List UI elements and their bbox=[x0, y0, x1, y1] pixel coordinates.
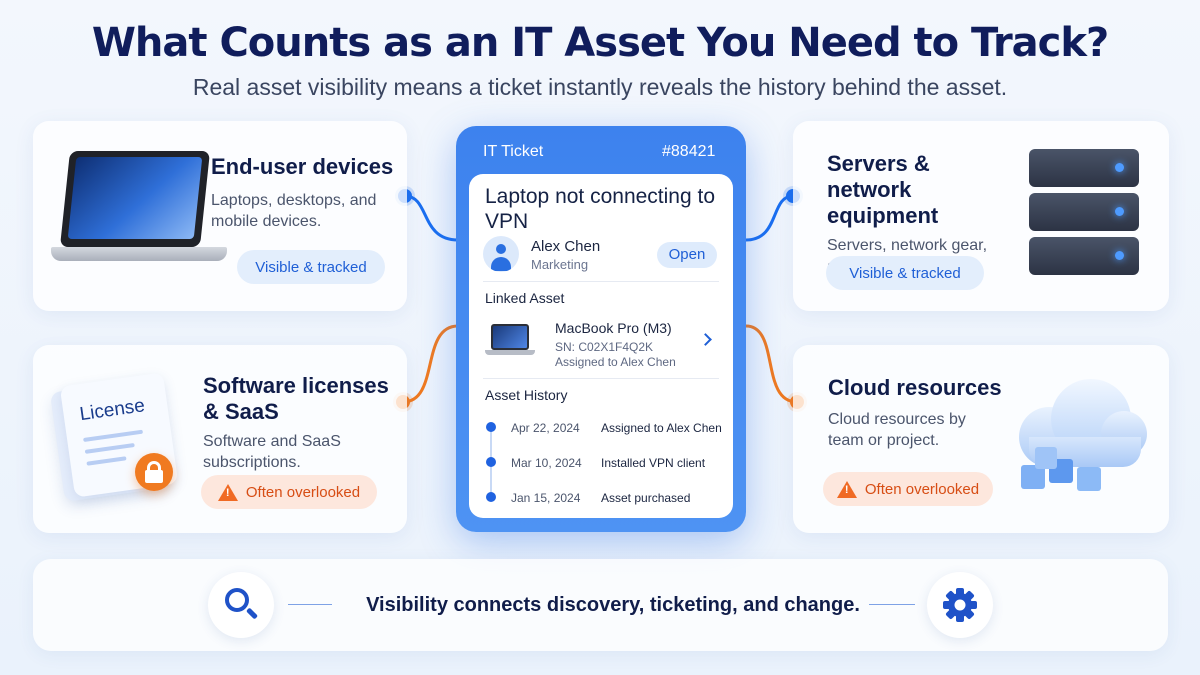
card-title: Cloud resources bbox=[828, 375, 1002, 400]
license-illustration: License bbox=[47, 372, 187, 505]
ticket-label: IT Ticket bbox=[483, 143, 544, 160]
gear-icon[interactable] bbox=[927, 572, 993, 638]
history-event: Installed VPN client bbox=[601, 456, 706, 470]
page-subtitle: Real asset visibility means a ticket ins… bbox=[192, 74, 1008, 100]
avatar bbox=[483, 236, 519, 272]
card-software-licenses: License Software licenses & SaaS Softwar… bbox=[33, 345, 407, 533]
footer-text: Visibility connects discovery, ticketing… bbox=[366, 594, 860, 616]
footer-banner: Visibility connects discovery, ticketing… bbox=[33, 559, 1168, 651]
card-title-line1: Software licenses bbox=[203, 373, 389, 398]
card-description: Software and SaaS subscriptions. bbox=[203, 433, 341, 471]
divider-line-left bbox=[288, 604, 332, 605]
it-ticket-panel[interactable]: IT Ticket #88421 Laptop not connecting t… bbox=[456, 126, 746, 532]
history-date: Apr 22, 2024 bbox=[511, 421, 580, 435]
asset-assigned: Assigned to Alex Chen bbox=[555, 355, 676, 369]
card-end-user-devices: End-user devices Laptops, desktops, and … bbox=[33, 121, 407, 311]
card-title-line2: network equipment bbox=[827, 177, 939, 228]
connector-software bbox=[402, 324, 459, 404]
card-description: Laptops, desktops, and mobile devices. bbox=[211, 192, 377, 230]
search-icon[interactable] bbox=[208, 572, 274, 638]
divider bbox=[483, 281, 719, 282]
asset-serial: SN: C02X1F4Q2K bbox=[555, 340, 654, 354]
card-title-line2: & SaaS bbox=[203, 399, 279, 424]
timeline-dot bbox=[486, 492, 496, 502]
asset-name: MacBook Pro (M3) bbox=[555, 320, 672, 336]
history-date: Jan 15, 2024 bbox=[511, 491, 581, 505]
timeline-dot bbox=[486, 422, 496, 432]
lock-icon bbox=[135, 453, 173, 491]
ticket-card: Laptop not connecting to VPN Alex Chen M… bbox=[469, 174, 733, 518]
card-title: End-user devices bbox=[211, 154, 394, 179]
status-badge: Visible & tracked bbox=[826, 256, 984, 290]
history-event: Asset purchased bbox=[601, 491, 691, 505]
connector-end-user bbox=[404, 194, 459, 242]
laptop-illustration bbox=[51, 151, 227, 281]
history-date: Mar 10, 2024 bbox=[511, 456, 582, 470]
linked-asset-heading: Linked Asset bbox=[485, 290, 565, 306]
status-badge: Often overlooked bbox=[201, 475, 377, 509]
card-servers-network: Servers & network equipment Servers, net… bbox=[793, 121, 1169, 311]
ticket-number: #88421 bbox=[662, 143, 716, 160]
history-event: Assigned to Alex Chen bbox=[601, 421, 722, 435]
status-badge: Visible & tracked bbox=[237, 250, 385, 284]
asset-history-heading: Asset History bbox=[485, 387, 568, 403]
card-description: Cloud resources by team or project. bbox=[828, 411, 966, 449]
timeline-dot bbox=[486, 457, 496, 467]
ticket-status-badge[interactable]: Open bbox=[657, 242, 717, 268]
divider-line-right bbox=[869, 604, 915, 605]
laptop-icon bbox=[485, 320, 535, 362]
page-title: What Counts as an IT Asset You Need to T… bbox=[91, 20, 1109, 66]
server-rack-illustration bbox=[1029, 149, 1141, 283]
warning-icon bbox=[836, 480, 857, 498]
card-title-line1: Servers & bbox=[827, 151, 930, 176]
divider bbox=[483, 378, 719, 379]
ticket-title: Laptop not connecting to VPN bbox=[485, 185, 716, 233]
connector-servers bbox=[745, 194, 794, 242]
license-label: License bbox=[78, 395, 147, 426]
user-name: Alex Chen bbox=[531, 238, 601, 255]
status-badge: Often overlooked bbox=[823, 472, 993, 506]
connector-cloud bbox=[745, 324, 798, 404]
user-department: Marketing bbox=[531, 257, 589, 272]
card-cloud-resources: Cloud resources Cloud resources by team … bbox=[793, 345, 1169, 533]
cloud-icon bbox=[1005, 367, 1155, 497]
warning-icon bbox=[217, 483, 238, 501]
